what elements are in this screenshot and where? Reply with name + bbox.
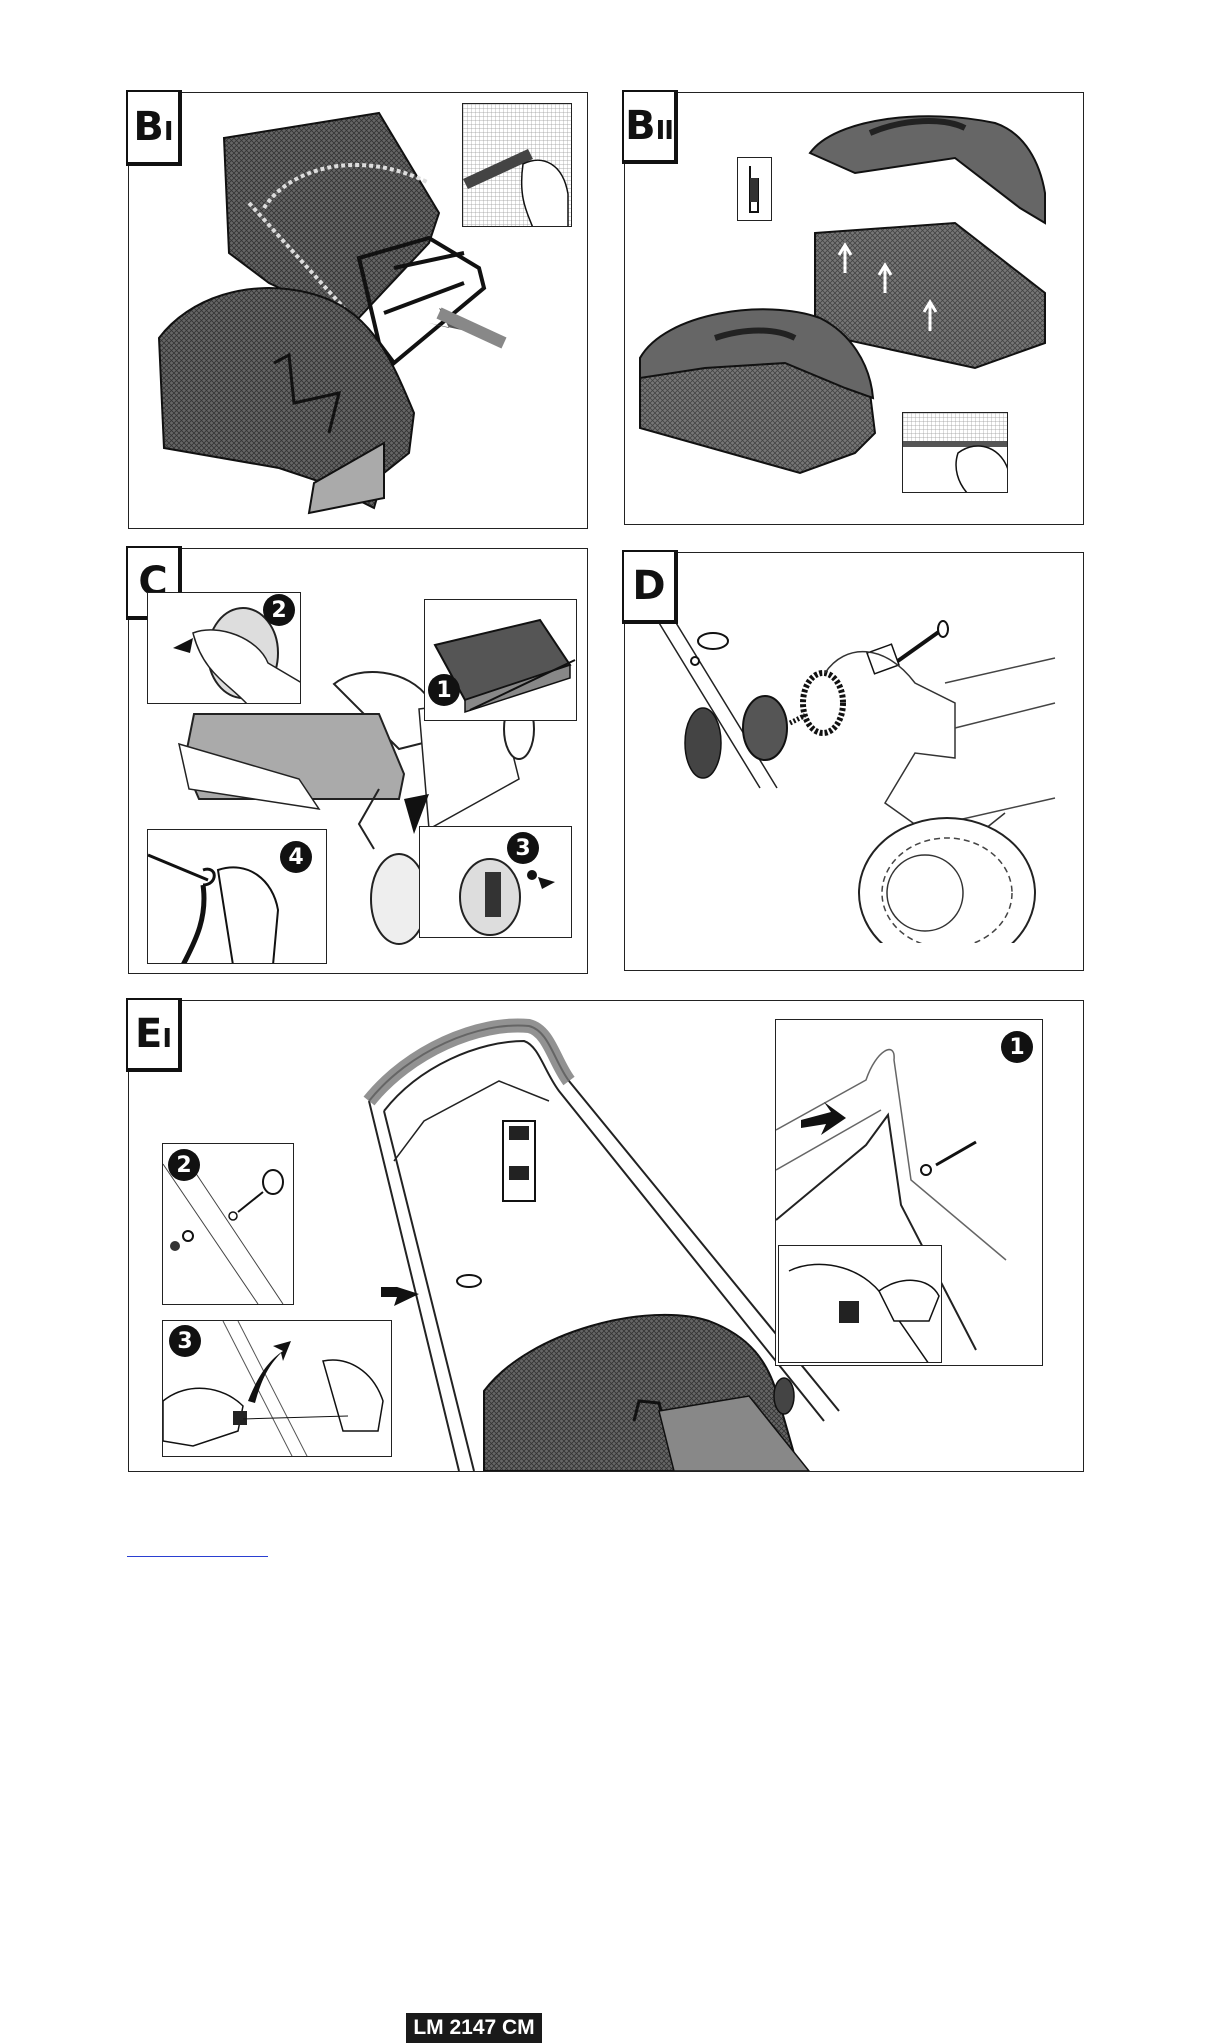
callout-2: 2 (168, 1149, 200, 1181)
bolt-icon (895, 631, 940, 663)
arrow-icon (381, 1286, 419, 1306)
spring-icon (148, 855, 214, 885)
wing-nut-icon (485, 872, 501, 917)
callout-1: 1 (1001, 1031, 1033, 1063)
footer-link-line (127, 1556, 268, 1557)
bolt-icon (936, 1142, 976, 1165)
catcher-cover-assembly-illustration (625, 93, 1083, 524)
callout-4: 4 (280, 841, 312, 873)
hand-icon (323, 1360, 383, 1431)
arrow-icon (173, 638, 193, 653)
inset-hook-detail (902, 412, 1008, 493)
height-adjust-assembly-illustration (625, 553, 1083, 970)
panel-c: C 2 1 (128, 548, 588, 974)
callout-3: 3 (169, 1325, 201, 1357)
callout-2: 2 (263, 594, 295, 626)
gear-icon (803, 673, 843, 733)
model-badge: LM 2147 CM (406, 2013, 542, 2043)
grass-catcher-icon (484, 1315, 809, 1471)
panel-d: D (624, 552, 1084, 971)
hand-icon (879, 1280, 939, 1321)
panel-d-label: D (622, 550, 678, 624)
inset-step-3 (419, 826, 572, 938)
knob-icon (685, 708, 721, 778)
arrow-icon (538, 877, 555, 889)
inset-clip-detail (462, 103, 572, 227)
cable-clip-icon (233, 1411, 247, 1425)
wing-nut-icon (774, 1378, 794, 1414)
arrow-icon (248, 1341, 291, 1403)
callout-3: 3 (507, 832, 539, 864)
arrow-icon (801, 1102, 846, 1135)
inset-step-1 (775, 1019, 1043, 1366)
cable-icon (243, 1416, 348, 1419)
inset-rail-detail (737, 157, 772, 221)
switch-icon (839, 1301, 859, 1323)
callout-1: 1 (428, 674, 460, 706)
hand-icon (956, 446, 1008, 493)
hand-icon (163, 1388, 243, 1446)
inset-cable-detail (778, 1245, 942, 1363)
adjust-disc-icon (743, 696, 787, 760)
grass-catcher-icon (640, 309, 875, 473)
wing-nut-icon (263, 1170, 283, 1194)
catcher-cover-icon (810, 116, 1045, 368)
hand-icon (193, 630, 301, 704)
wing-nut-icon (691, 633, 728, 665)
wing-nut-icon (457, 1275, 481, 1287)
